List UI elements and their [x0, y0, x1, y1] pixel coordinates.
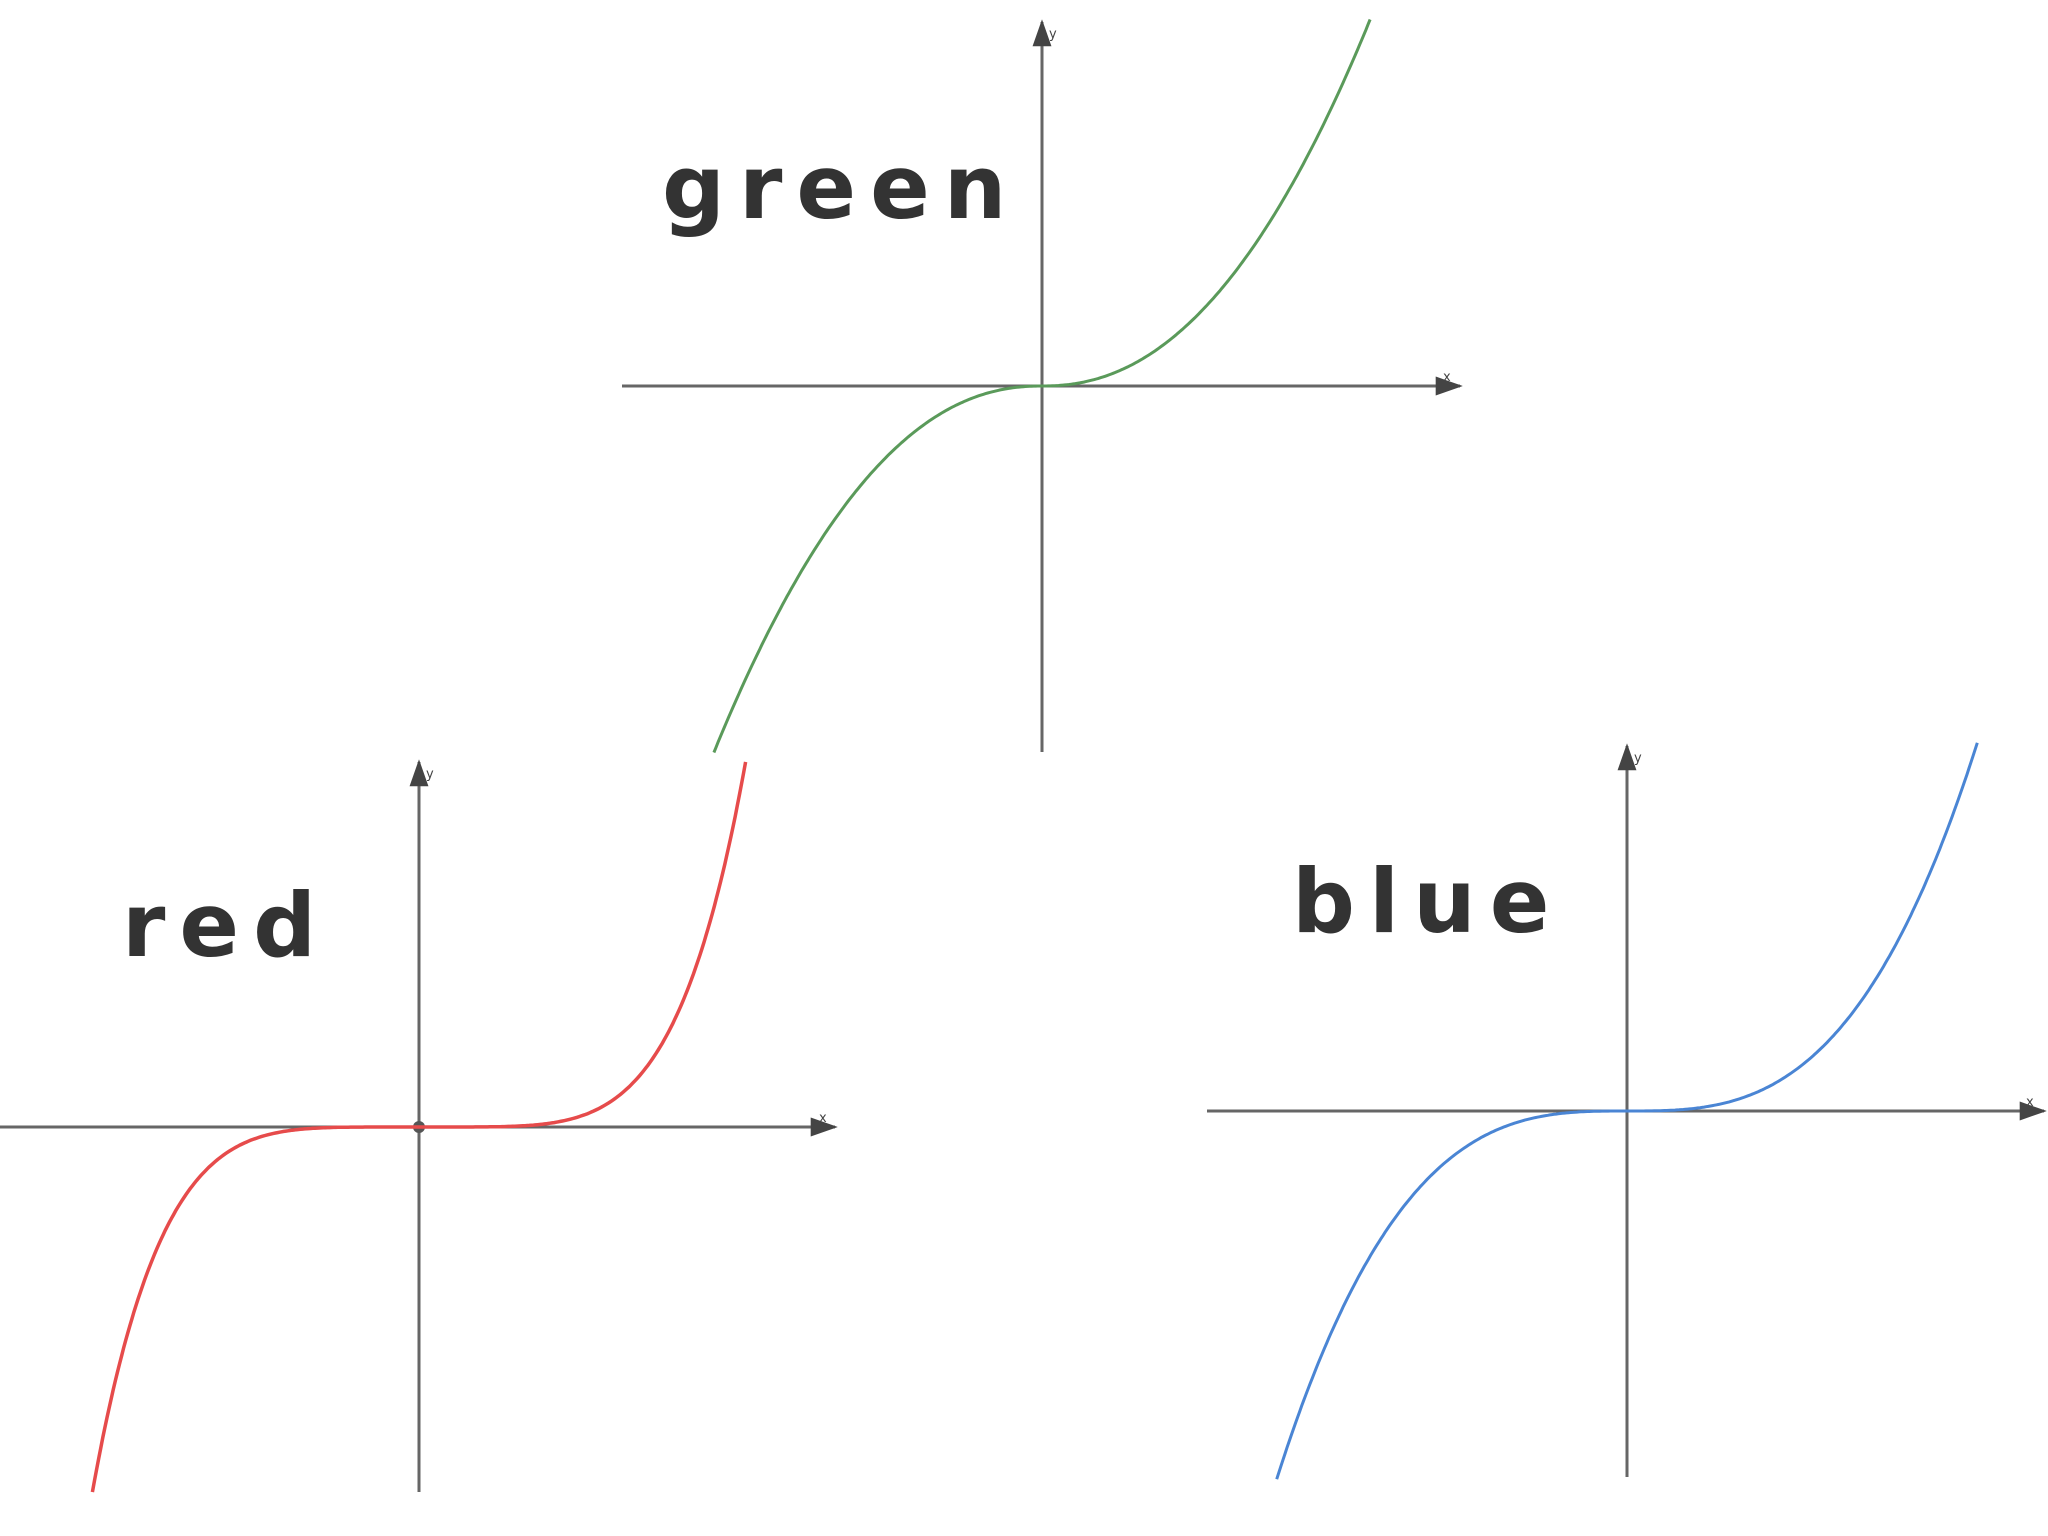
blue-graph-panel: x y blue	[1207, 742, 2047, 1480]
green-graph-panel: x y green	[622, 18, 1463, 754]
green-y-axis-letter: y	[1049, 27, 1057, 42]
red-curve	[90, 761, 748, 1493]
red-x-axis-letter: x	[819, 1111, 827, 1126]
green-label: green	[662, 136, 1020, 239]
green-curve	[712, 18, 1372, 754]
red-label: red	[122, 874, 330, 977]
blue-y-axis-letter: y	[1634, 751, 1642, 766]
blue-x-axis-letter: x	[2026, 1095, 2034, 1110]
red-graph-panel: x y red	[0, 759, 838, 1493]
green-x-axis-letter: x	[1443, 370, 1451, 385]
red-y-axis-letter: y	[426, 767, 434, 782]
blue-curve	[1275, 742, 1979, 1480]
blue-label: blue	[1292, 850, 1564, 953]
